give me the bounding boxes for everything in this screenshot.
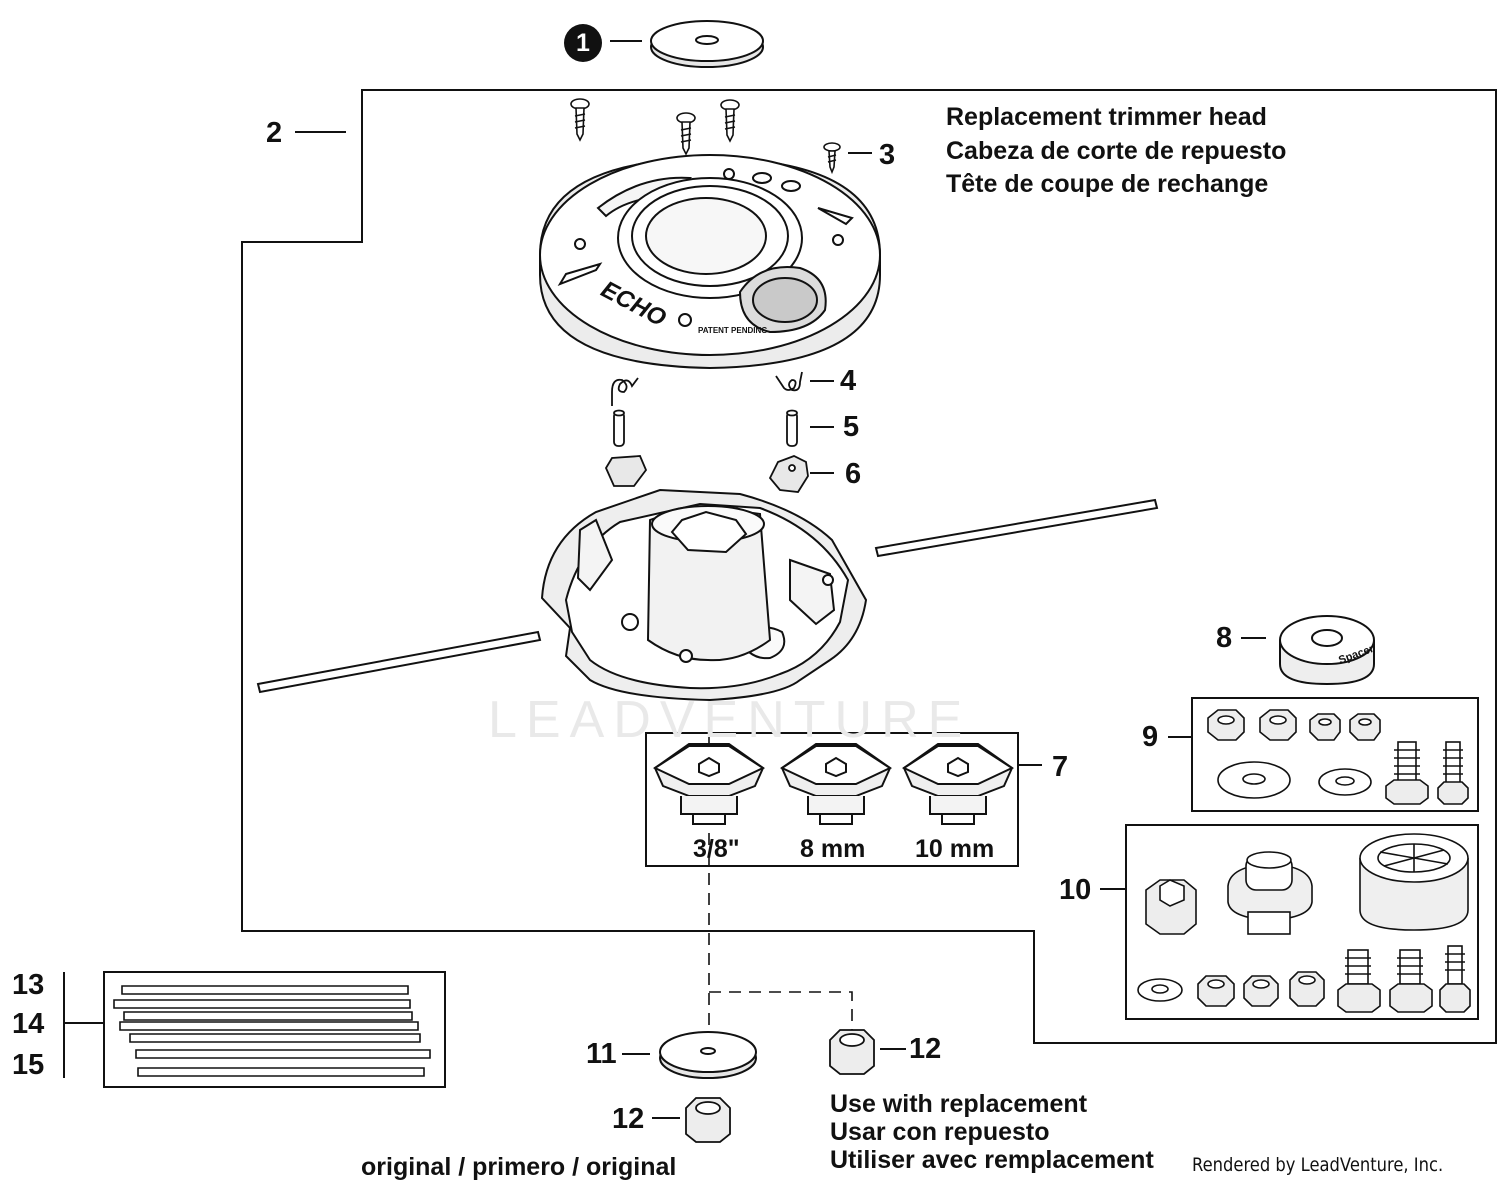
callout-7: 7 (1052, 751, 1069, 783)
nut-parts (685, 1029, 875, 1143)
callout-13: 13 (12, 969, 45, 1001)
callout-11: 11 (586, 1038, 617, 1070)
replacement-note-english: Use with replacement (830, 1090, 1088, 1118)
head-line-strands (256, 498, 1159, 694)
callout-3: 3 (879, 139, 896, 171)
callout-12-original: 12 (612, 1103, 645, 1135)
bottom-washer-part (659, 1031, 757, 1079)
callout-1: 1 (564, 24, 602, 62)
replacement-note-french: Utiliser avec remplacement (830, 1146, 1154, 1174)
conversion-kit-box (1125, 824, 1479, 1020)
callout-8: 8 (1216, 622, 1233, 654)
washer-part (650, 20, 764, 68)
watermark: LEADVENTURE (488, 691, 972, 749)
adapter-size-10mm: 10 mm (915, 835, 995, 863)
assembly-outline (241, 89, 1497, 1044)
adapter-box (645, 732, 1019, 867)
trimmer-line-box (103, 971, 446, 1088)
spring-parts (611, 371, 803, 406)
callout-14: 14 (12, 1008, 45, 1040)
callout-12-replacement: 12 (909, 1033, 942, 1065)
spool-body (540, 488, 868, 702)
spacer-part (1279, 615, 1375, 686)
adapter-parts (652, 743, 1015, 825)
top-cover (539, 154, 881, 370)
footer-credit: Rendered by LeadVenture, Inc. (1192, 1154, 1444, 1176)
callout-2: 2 (266, 117, 283, 149)
callout-10: 10 (1059, 874, 1092, 906)
adapter-size-8mm: 8 mm (800, 835, 866, 863)
replacement-note-spanish: Usar con repuesto (830, 1118, 1050, 1146)
callout-5: 5 (843, 411, 860, 443)
hardware-kit-box (1191, 697, 1479, 812)
screw-parts (570, 98, 841, 175)
callout-9: 9 (1142, 721, 1159, 753)
replacement-note: Use with replacement Usar con repuesto U… (830, 1090, 1154, 1174)
title-line-spanish: Cabeza de corte de repuesto (946, 136, 1287, 165)
original-note: original / primero / original (361, 1153, 677, 1181)
callout-6: 6 (845, 458, 862, 490)
conversion-kit-parts (1137, 833, 1471, 1013)
pin-parts (613, 409, 798, 447)
trimmer-line-strands (113, 985, 431, 1077)
title-line-english: Replacement trimmer head (946, 103, 1267, 131)
title-block: Replacement trimmer head Cabeza de corte… (946, 101, 1286, 202)
callout-15: 15 (12, 1049, 45, 1081)
hardware-kit-parts (1207, 709, 1469, 805)
adapter-size-3-8: 3/8" (693, 835, 740, 863)
callout-4: 4 (840, 365, 857, 397)
title-line-french: Tête de coupe de rechange (946, 170, 1269, 198)
eyelet-parts (604, 455, 809, 493)
housing-text: PATENT PENDING (698, 326, 767, 335)
